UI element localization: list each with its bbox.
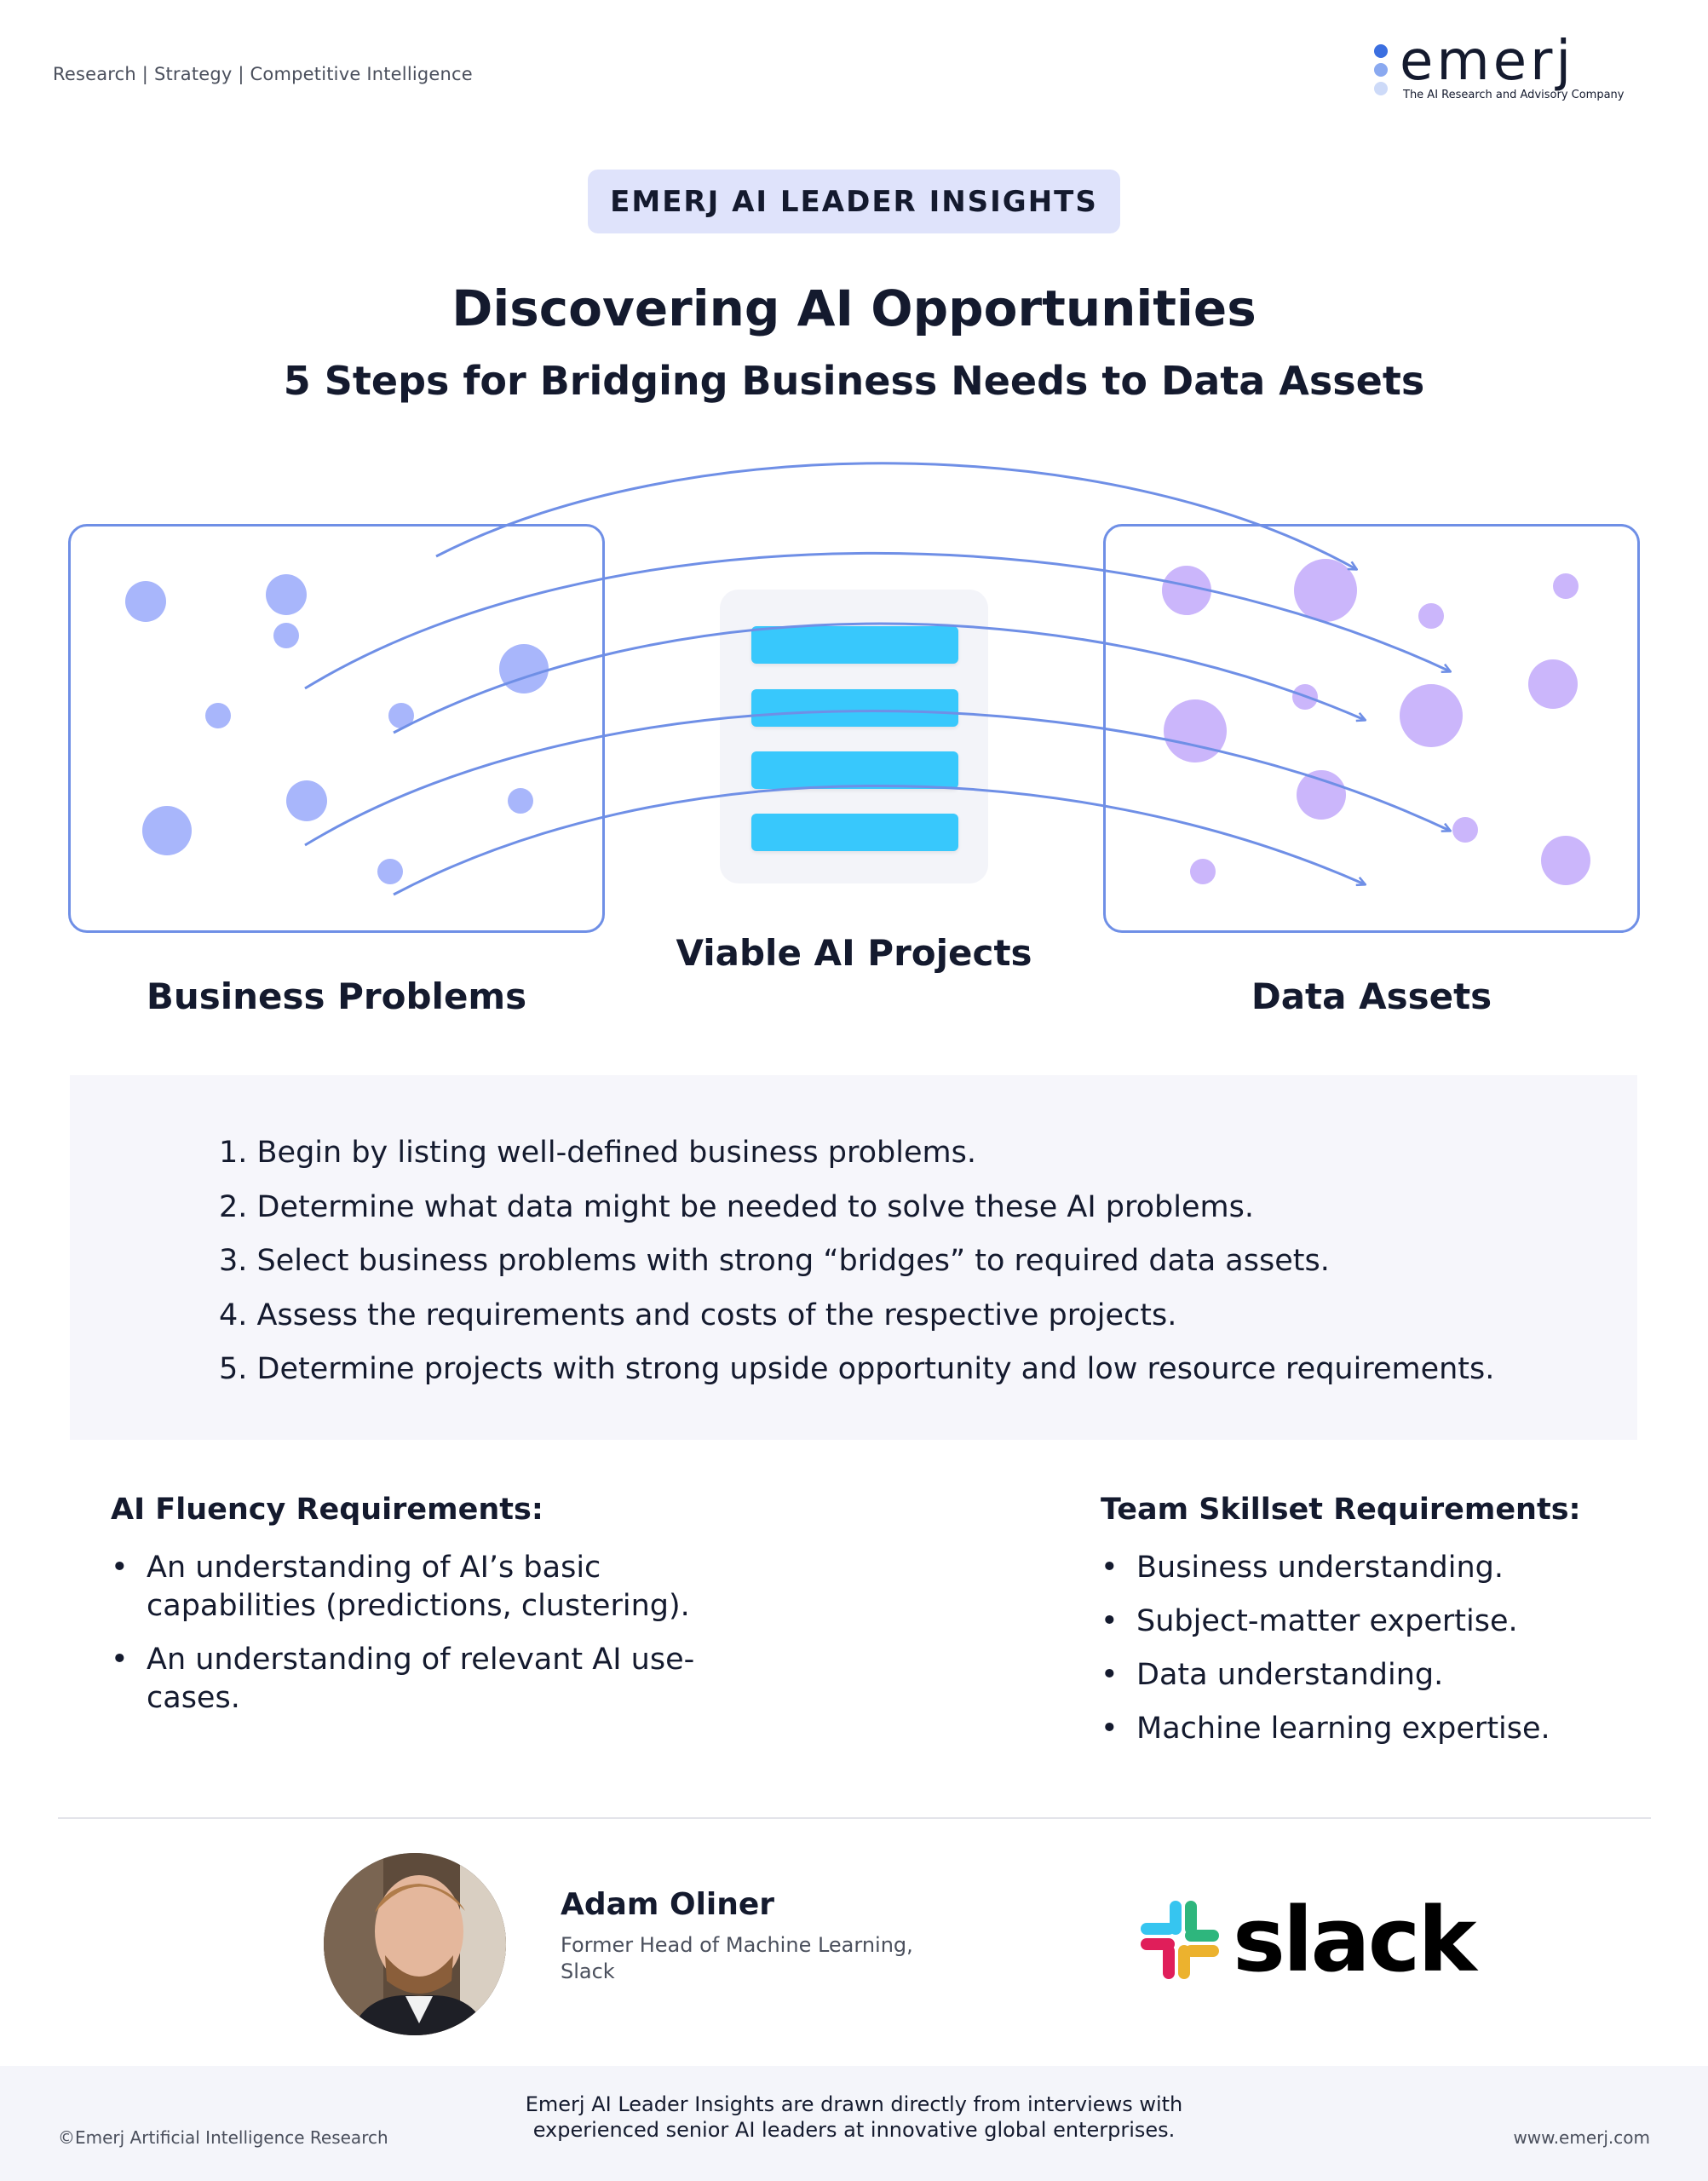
- project-bar: [751, 626, 958, 664]
- step-item: 4. Assess the requirements and costs of …: [219, 1298, 1177, 1332]
- person-name: Adam Oliner: [561, 1887, 775, 1922]
- list-item: •An understanding of relevant AI use-cas…: [111, 1643, 695, 1715]
- business-problems-label: Business Problems: [146, 975, 527, 1017]
- ai-fluency-list: •An understanding of AI’s basic capabili…: [111, 1549, 724, 1718]
- list-item: •Subject-matter expertise.: [1101, 1603, 1663, 1641]
- project-bar: [751, 814, 958, 851]
- list-item: •Data understanding.: [1101, 1656, 1663, 1695]
- avatar-portrait-icon: [324, 1853, 506, 2035]
- bullet-icon: •: [111, 1551, 129, 1585]
- project-bar: [751, 689, 958, 727]
- step-item: 5. Determine projects with strong upside…: [219, 1352, 1495, 1386]
- logo-subtitle: The AI Research and Advisory Company: [1403, 89, 1625, 101]
- bullet-icon: •: [1101, 1712, 1119, 1746]
- step-item: 2. Determine what data might be needed t…: [219, 1189, 1254, 1224]
- team-skillset-list: •Business understanding. •Subject-matter…: [1101, 1549, 1663, 1748]
- team-skillset-heading: Team Skillset Requirements:: [1101, 1493, 1581, 1527]
- bullet-icon: •: [1101, 1551, 1119, 1585]
- ai-fluency-section: AI Fluency Requirements: •An understandi…: [111, 1493, 724, 1733]
- list-item: •Machine learning expertise.: [1101, 1710, 1663, 1748]
- footer-statement: Emerj AI Leader Insights are drawn direc…: [525, 2092, 1183, 2142]
- data-assets-label: Data Assets: [1251, 975, 1492, 1017]
- emerj-logo[interactable]: emerj The AI Research and Advisory Compa…: [1374, 34, 1655, 109]
- person-role: Former Head of Machine Learning, Slack: [561, 1933, 913, 1983]
- logo-dots-icon: [1374, 44, 1391, 101]
- ai-fluency-heading: AI Fluency Requirements:: [111, 1493, 543, 1527]
- page-subtitle: 5 Steps for Bridging Business Needs to D…: [283, 358, 1425, 404]
- header-tagline: Research | Strategy | Competitive Intell…: [53, 64, 473, 84]
- steps-list: 1. Begin by listing well-defined busines…: [219, 1126, 1494, 1397]
- business-problems-box: [68, 524, 605, 933]
- project-bar: [751, 751, 958, 789]
- step-item: 1. Begin by listing well-defined busines…: [219, 1136, 976, 1170]
- viable-projects-stack: [720, 590, 988, 883]
- slack-wordmark: slack: [1233, 1888, 1477, 1992]
- slack-logo[interactable]: slack: [1137, 1896, 1477, 1989]
- bridge-diagram: Business Problems Viable AI Projects Dat…: [0, 443, 1708, 1039]
- logo-wordmark: emerj: [1400, 30, 1575, 93]
- list-item: •Business understanding.: [1101, 1549, 1663, 1587]
- steps-panel: 1. Begin by listing well-defined busines…: [70, 1075, 1637, 1440]
- list-item: •An understanding of AI’s basic capabili…: [111, 1551, 690, 1623]
- footer-copyright: ©Emerj Artificial Intelligence Research: [58, 2127, 388, 2148]
- step-item: 3. Select business problems with strong …: [219, 1244, 1330, 1278]
- footer: ©Emerj Artificial Intelligence Research …: [0, 2066, 1708, 2181]
- page-title: Discovering AI Opportunities: [451, 279, 1257, 337]
- footer-url-link[interactable]: www.emerj.com: [1513, 2127, 1650, 2148]
- data-asset-dots: [1162, 559, 1590, 885]
- team-skillset-section: Team Skillset Requirements: •Business un…: [1101, 1493, 1663, 1764]
- bullet-icon: •: [111, 1643, 129, 1677]
- avatar: [324, 1853, 506, 2035]
- slack-hash-icon: [1141, 1901, 1219, 1979]
- business-problem-dots: [125, 574, 549, 884]
- insights-badge: EMERJ AI LEADER INSIGHTS: [588, 170, 1120, 233]
- viable-projects-label: Viable AI Projects: [676, 932, 1032, 974]
- bullet-icon: •: [1101, 1658, 1119, 1692]
- bullet-icon: •: [1101, 1604, 1119, 1638]
- section-divider: [58, 1817, 1651, 1819]
- data-assets-box: [1103, 524, 1640, 933]
